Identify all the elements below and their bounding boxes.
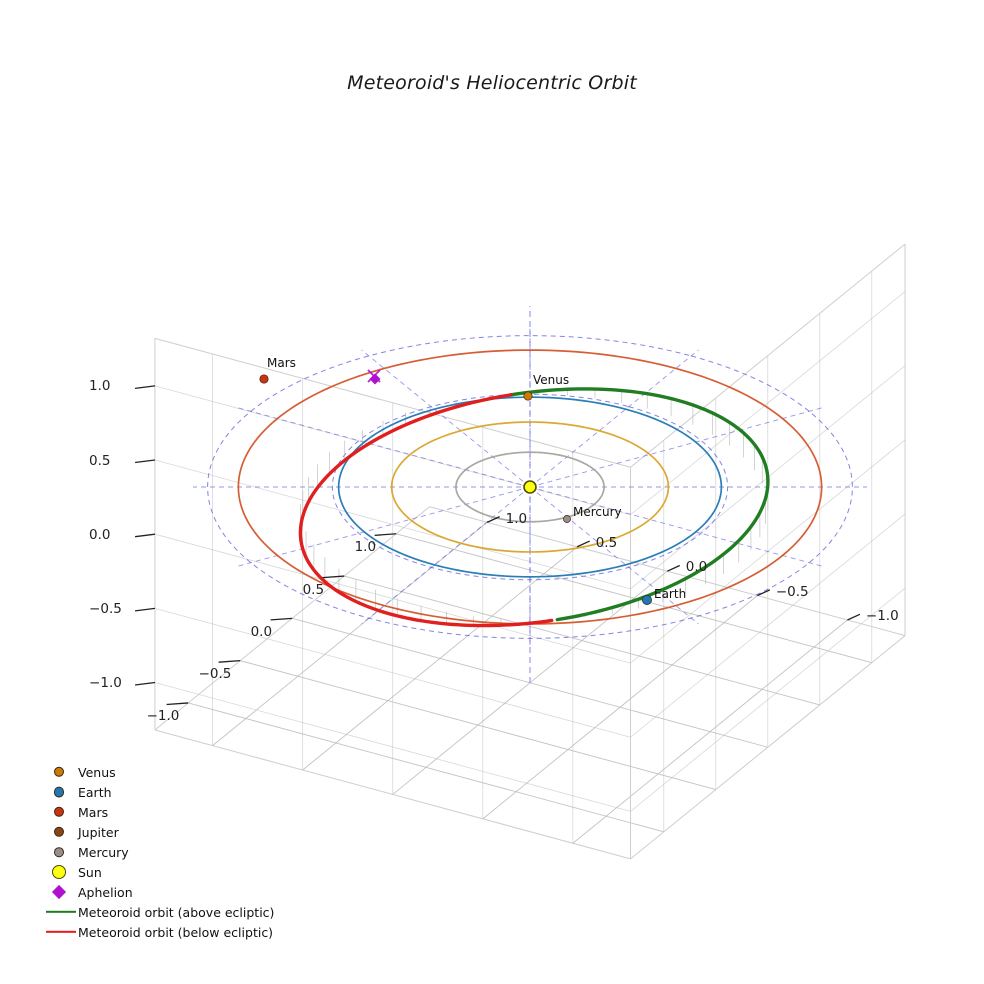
label-venus: Venus: [533, 373, 570, 387]
x-tick-3: 0.5: [302, 581, 325, 598]
dot-icon: [53, 806, 65, 818]
x-tick-1: −0.5: [198, 666, 232, 683]
sun-marker: [523, 480, 537, 494]
legend-swatch: [44, 902, 78, 922]
meteoroid-droplines: [300, 389, 769, 626]
legend-label: Mercury: [78, 844, 129, 860]
legend-label: Sun: [78, 864, 102, 880]
page-title: Meteoroid's Heliocentric Orbit: [347, 72, 637, 94]
legend-item-mars[interactable]: Mars: [44, 802, 344, 822]
line-icon: [46, 930, 76, 934]
body-markers: [259, 369, 652, 605]
orbit-curves: [237, 349, 823, 628]
legend-swatch: [44, 842, 78, 862]
legend-item-meteoroid-orbit-below-ecliptic[interactable]: Meteoroid orbit (below ecliptic): [44, 922, 344, 942]
mercury-marker: [563, 515, 571, 523]
legend-label: Venus: [78, 764, 116, 780]
dot-icon: [53, 766, 65, 778]
legend-item-meteoroid-orbit-above-ecliptic[interactable]: Meteoroid orbit (above ecliptic): [44, 902, 344, 922]
z-tick-1: 0.5: [89, 452, 111, 469]
y-tick-3: 0.5: [595, 535, 618, 552]
x-tick-2: 0.0: [250, 623, 273, 640]
legend-label: Mars: [78, 804, 109, 820]
legend-item-aphelion[interactable]: Aphelion: [44, 882, 344, 902]
y-tick-0: −1.0: [865, 608, 899, 625]
z-tick-3: −0.5: [89, 600, 122, 617]
legend-item-jupiter[interactable]: Jupiter: [44, 822, 344, 842]
dot-icon: [53, 786, 65, 798]
legend-swatch: [44, 782, 78, 802]
z-tick-0: 1.0: [89, 378, 111, 395]
axis-ticks: [134, 385, 861, 706]
aphelion-marker: [369, 373, 381, 385]
z-tick-2: 0.0: [89, 526, 111, 543]
legend-label: Jupiter: [78, 824, 119, 840]
legend-item-venus[interactable]: Venus: [44, 762, 344, 782]
dot-icon: [53, 826, 65, 838]
x-tick-4: 1.0: [354, 539, 377, 556]
legend-swatch: [44, 822, 78, 842]
label-mercury: Mercury: [573, 505, 622, 519]
legend-swatch: [44, 882, 78, 902]
legend-item-mercury[interactable]: Mercury: [44, 842, 344, 862]
y-tick-4: 1.0: [505, 510, 528, 527]
legend-swatch: [44, 922, 78, 942]
legend-swatch: [44, 862, 78, 882]
legend-item-earth[interactable]: Earth: [44, 782, 344, 802]
legend-label: Meteoroid orbit (above ecliptic): [78, 904, 275, 920]
legend-label: Earth: [78, 784, 112, 800]
legend-label: Meteoroid orbit (below ecliptic): [78, 924, 274, 940]
y-tick-1: −0.5: [775, 583, 809, 600]
line-icon: [46, 910, 76, 914]
x-tick-0: −1.0: [146, 708, 180, 725]
label-earth: Earth: [654, 587, 687, 601]
legend-item-sun[interactable]: Sun: [44, 862, 344, 882]
dot-icon: [54, 847, 64, 857]
axes-panes: [154, 243, 906, 860]
ecliptic-grid: [193, 306, 867, 683]
dot-icon: [52, 865, 66, 879]
venus-marker: [523, 391, 533, 401]
legend-label: Aphelion: [78, 884, 133, 900]
legend-swatch: [44, 802, 78, 822]
legend-swatch: [44, 762, 78, 782]
y-tick-2: 0.0: [685, 559, 708, 576]
mars-marker: [259, 374, 269, 384]
earth-marker: [642, 595, 652, 605]
z-tick-4: −1.0: [89, 675, 122, 692]
diamond-icon: [51, 884, 67, 900]
label-mars: Mars: [267, 356, 296, 370]
